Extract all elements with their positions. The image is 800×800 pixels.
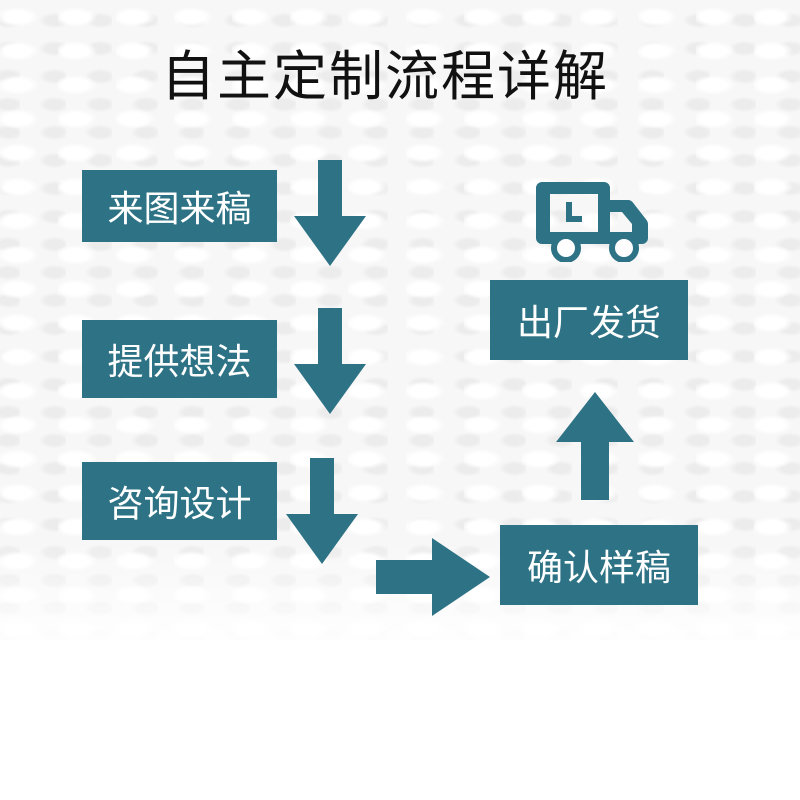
arrow-right [376, 538, 490, 616]
step-label-1: 来图来稿 [107, 189, 252, 230]
step-box-1: 来图来稿 [82, 170, 277, 242]
step-box-3: 咨询设计 [82, 462, 277, 540]
arrow-up [556, 392, 634, 500]
arrow-down-2 [294, 308, 366, 414]
step-label-3: 咨询设计 [107, 484, 252, 525]
step-label-4: 确认样稿 [526, 548, 671, 589]
step-label-2: 提供想法 [107, 342, 252, 383]
arrow-down-1 [294, 160, 366, 266]
step-box-5: 出厂发货 [490, 280, 688, 360]
page-title: 自主定制流程详解 [161, 45, 609, 108]
arrow-down-3 [286, 458, 358, 564]
step-label-5: 出厂发货 [516, 303, 661, 344]
step-box-2: 提供想法 [82, 320, 277, 398]
step-box-4: 确认样稿 [500, 525, 698, 605]
delivery-truck-icon [536, 182, 648, 262]
